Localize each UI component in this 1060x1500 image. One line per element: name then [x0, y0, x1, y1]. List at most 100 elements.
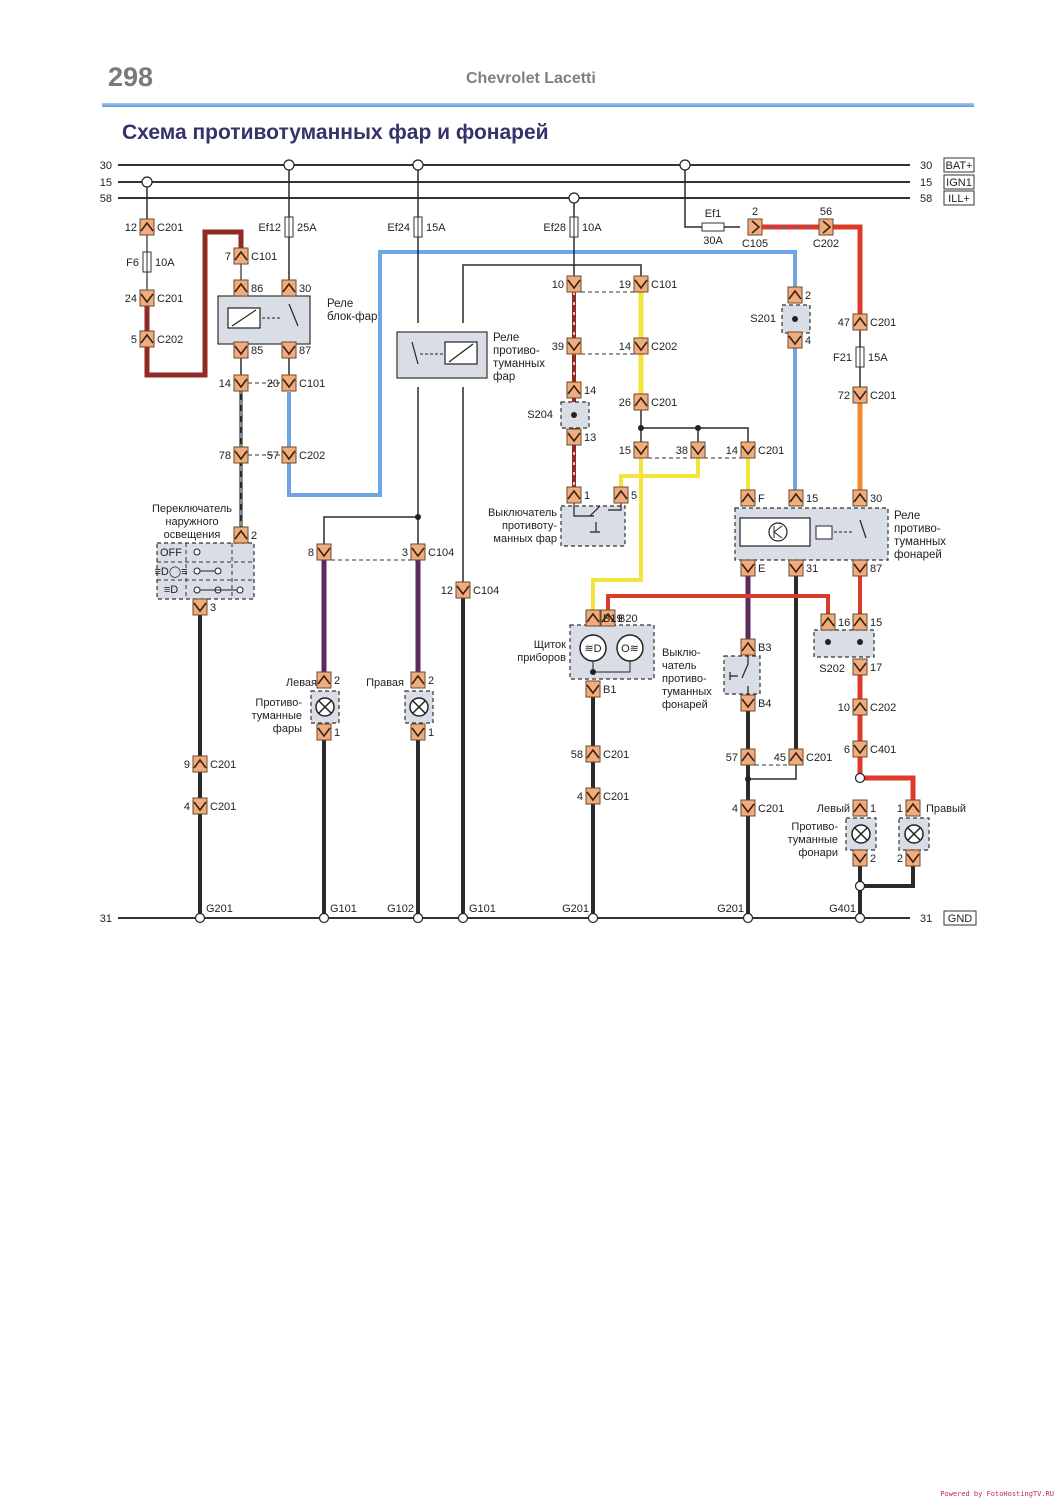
fuse-name: Ef28	[543, 222, 566, 234]
connector-name: C201	[210, 801, 236, 813]
connector-chevron	[906, 802, 920, 813]
lamp-cross	[907, 827, 921, 841]
connector-pin-number: 6	[844, 744, 850, 756]
connector-pin-number: 16	[838, 617, 850, 629]
connector-pin-number: 1	[897, 803, 903, 815]
label-line: противоту-	[502, 520, 557, 532]
connector-pin	[787, 331, 803, 349]
wire	[748, 760, 797, 780]
connector-name: C105	[742, 238, 768, 250]
connector-pin	[633, 275, 649, 293]
label-line: фонари	[798, 847, 838, 859]
connector-pin	[139, 330, 155, 348]
label-line: туманных	[894, 536, 946, 548]
connector-pin	[566, 337, 582, 355]
connector-pin	[233, 279, 249, 297]
connector-pin	[233, 374, 249, 392]
connector-pin	[410, 543, 426, 561]
connector-chevron	[788, 335, 802, 346]
connector-pin-number: 57	[726, 752, 738, 764]
relay-coil-slash	[448, 343, 474, 363]
connector-pin-number: 10	[838, 702, 850, 714]
connector-pin-number: 14	[726, 445, 738, 457]
fuse-rating: 10A	[582, 222, 602, 234]
connector-chevron	[282, 378, 296, 389]
connector-chevron	[853, 390, 867, 401]
connector-pin-number: B19	[603, 613, 623, 625]
connector-chevron	[282, 345, 296, 356]
connector-pin	[788, 559, 804, 577]
connector-pin-number: 3	[402, 547, 408, 559]
relay-coil-icon	[815, 525, 833, 540]
transistor-symbol	[773, 525, 783, 539]
connector-chevron	[234, 345, 248, 356]
connector-chevron	[234, 450, 248, 461]
fuse-name: Ef12	[258, 222, 281, 234]
connector-chevron	[567, 489, 581, 500]
wire-red	[857, 672, 916, 800]
lamp-cross	[318, 700, 332, 714]
bus-label-right: 58	[920, 193, 932, 205]
rear-fog-glyph: O≋	[621, 643, 639, 655]
connector-chevron	[567, 279, 581, 290]
connector-pin	[139, 218, 155, 236]
ground-label: G102	[387, 903, 414, 915]
connector-chevron	[853, 662, 867, 673]
connector-chevron	[411, 547, 425, 558]
connector-name: C202	[870, 702, 896, 714]
splice-dot	[695, 425, 701, 431]
connector-name: C202	[813, 238, 839, 250]
bus-tap-node	[283, 159, 295, 171]
connector-chevron	[789, 492, 803, 503]
connector-chevron	[789, 751, 803, 762]
connector-pin	[410, 671, 426, 689]
connector-chevron	[691, 445, 705, 456]
connector-pin-number: 1	[428, 727, 434, 739]
connector-chevron	[853, 616, 867, 627]
connector-pin-number: 26	[619, 397, 631, 409]
bus-tag: GND	[948, 913, 973, 925]
switch-contact	[193, 567, 201, 575]
connector-pin-number: 8	[308, 547, 314, 559]
connector-pin	[905, 799, 921, 817]
connector-chevron	[317, 547, 331, 558]
connector-chevron	[456, 585, 470, 596]
connector-pin-number: 3	[210, 602, 216, 614]
indicator-ground	[592, 661, 631, 673]
connector-chevron	[853, 744, 867, 755]
connector-pin-number: 30	[299, 283, 311, 295]
connector-pin	[281, 374, 297, 392]
ground-node	[318, 912, 330, 924]
connector-chevron	[853, 701, 867, 712]
connector-chevron	[193, 758, 207, 769]
wire	[323, 387, 419, 552]
relay-contact-icon	[859, 519, 867, 539]
wire-yellow	[591, 458, 643, 610]
connector-chevron	[788, 289, 802, 300]
label-line: противо-	[662, 673, 707, 685]
connector-chevron	[634, 396, 648, 407]
connector-name: C202	[299, 450, 325, 462]
relay-electronics-box	[739, 517, 811, 547]
connector-pin-number: 4	[184, 801, 190, 813]
connector-pin-number: 17	[870, 662, 882, 674]
fuse-rating: 10A	[155, 257, 175, 269]
wire-red	[606, 594, 830, 615]
connector-pin-number: 4	[577, 791, 583, 803]
connector-name: C201	[603, 791, 629, 803]
label-line: Выключатель	[488, 507, 557, 519]
connector-chevron	[282, 282, 296, 293]
connector-pin-number: 72	[838, 390, 850, 402]
connector-chevron	[634, 279, 648, 290]
connector-pin-number: 24	[125, 293, 137, 305]
label-line: Противо-	[791, 821, 838, 833]
connector-pin	[566, 381, 582, 399]
connector-name: C201	[210, 759, 236, 771]
connector-pin	[740, 748, 756, 766]
connector-chevron	[282, 450, 296, 461]
bus-label-right: 15	[920, 177, 932, 189]
relay-contact-icon	[288, 303, 299, 327]
